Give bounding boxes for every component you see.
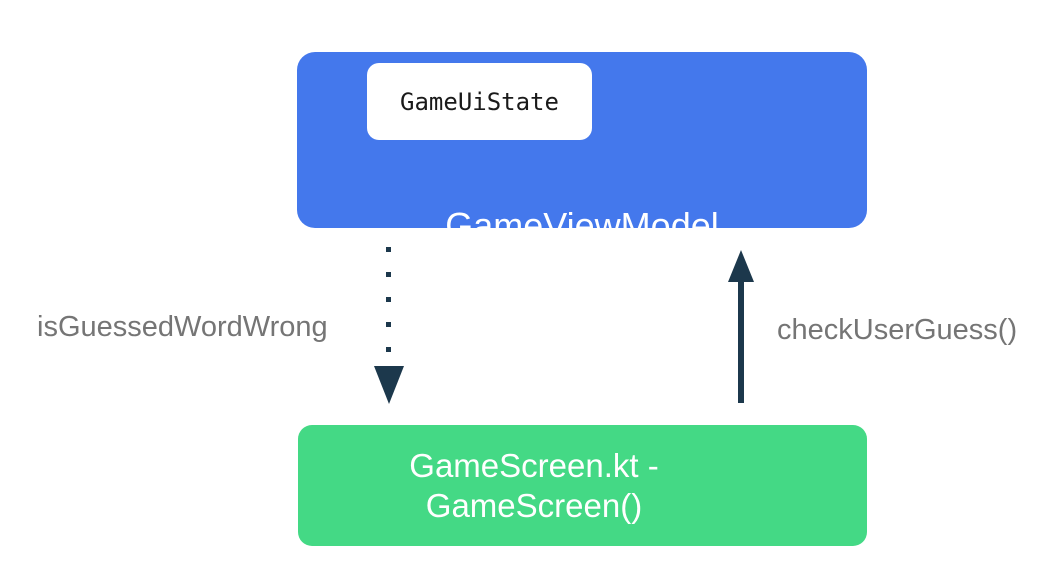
gamescreen-line2: GameScreen() xyxy=(425,486,643,524)
gamescreen-text: GameScreen.kt - GameScreen() xyxy=(409,446,658,526)
dotted-down-arrow xyxy=(386,247,391,372)
arrow-dot xyxy=(386,272,391,277)
gameviewmodel-title: GameViewModel xyxy=(445,205,719,246)
solid-up-arrow xyxy=(738,260,744,403)
isguessedwordwrong-label: isGuessedWordWrong xyxy=(37,311,328,343)
gamescreen-line1: GameScreen.kt - xyxy=(409,446,659,484)
gamescreen-box: GameScreen.kt - GameScreen() xyxy=(298,425,867,546)
arrow-dot xyxy=(386,347,391,352)
up-arrowhead-icon xyxy=(728,250,754,282)
gameviewmodel-box: GameUiState GameViewModel xyxy=(297,52,867,246)
checkuserguess-label: checkUserGuess() xyxy=(777,314,1018,346)
arrow-dot xyxy=(386,247,391,252)
gameuistate-label: GameUiState xyxy=(400,87,559,116)
down-arrowhead-icon xyxy=(374,366,404,404)
arrow-dot xyxy=(386,322,391,327)
gameuistate-chip: GameUiState xyxy=(367,63,592,140)
arrow-dot xyxy=(386,297,391,302)
